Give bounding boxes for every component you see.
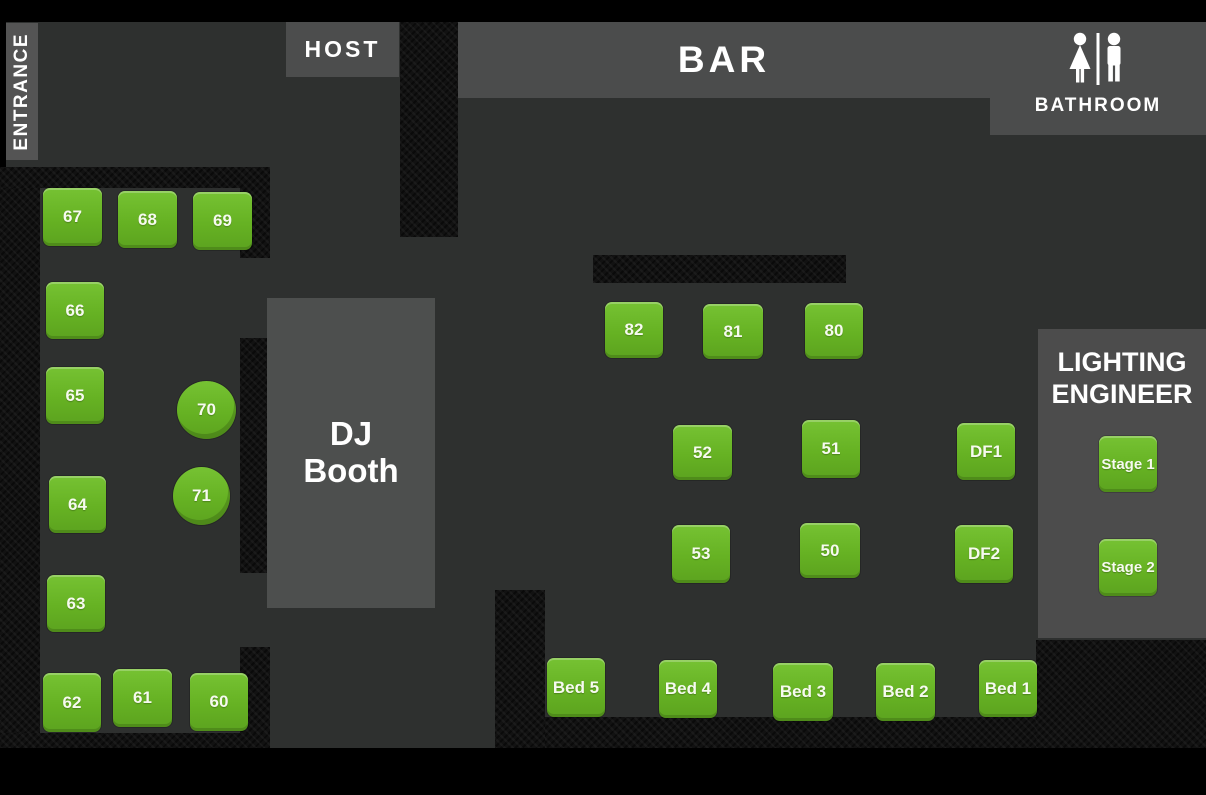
wall-left-room-bottom (0, 733, 270, 748)
table-label: Bed 3 (779, 682, 827, 701)
table-64[interactable]: 64 (49, 476, 106, 533)
wall-left-room-top (0, 167, 270, 188)
dj-booth-label-line1: DJ (329, 415, 373, 453)
table-label: Stage 2 (1101, 559, 1155, 576)
table-Bed2[interactable]: Bed 2 (876, 663, 935, 721)
restroom-icons (1069, 32, 1121, 85)
table-label: Bed 5 (552, 677, 600, 697)
table-label: 82 (624, 320, 644, 339)
entrance-area: ENTRANCE (6, 23, 38, 160)
table-Bed1[interactable]: Bed 1 (979, 660, 1037, 717)
divider-line (1096, 33, 1100, 85)
table-label: DF1 (969, 441, 1003, 461)
table-63[interactable]: 63 (47, 575, 105, 632)
table-69[interactable]: 69 (193, 192, 252, 250)
table-52[interactable]: 52 (673, 425, 732, 480)
table-66[interactable]: 66 (46, 282, 104, 339)
table-label: 62 (62, 692, 82, 712)
table-67[interactable]: 67 (43, 188, 102, 246)
bar-label: BAR (677, 39, 771, 80)
bathroom-label: BATHROOM (1034, 95, 1162, 116)
table-50[interactable]: 50 (800, 523, 860, 578)
table-53[interactable]: 53 (672, 525, 730, 583)
table-label: Bed 1 (984, 678, 1032, 698)
table-label: 71 (192, 486, 211, 505)
table-Bed5[interactable]: Bed 5 (547, 658, 605, 717)
table-label: 64 (68, 494, 87, 514)
wall-middle-bar (593, 255, 846, 283)
table-71[interactable]: 71 (173, 467, 230, 525)
wall-bed-left (495, 590, 545, 748)
table-80[interactable]: 80 (805, 303, 863, 359)
wall-host-side (400, 22, 458, 237)
table-DF1[interactable]: DF1 (957, 423, 1015, 480)
table-label: Bed 2 (882, 682, 929, 701)
host-area: HOST (286, 22, 399, 77)
table-61[interactable]: 61 (113, 669, 172, 727)
table-label: 50 (820, 540, 840, 560)
table-label: Bed 4 (664, 679, 712, 698)
table-label: 63 (66, 593, 86, 613)
table-label: 70 (197, 400, 216, 419)
table-label: 81 (723, 321, 743, 341)
table-label: DF2 (967, 544, 1001, 563)
woman-icon (1069, 32, 1091, 83)
bathroom-area: BATHROOM (990, 22, 1206, 135)
table-label: 69 (213, 211, 232, 230)
table-Stage2[interactable]: Stage 2 (1099, 539, 1157, 596)
entrance-label: ENTRANCE (11, 32, 32, 151)
table-Bed3[interactable]: Bed 3 (773, 663, 833, 721)
table-70[interactable]: 70 (177, 381, 236, 439)
man-icon (1107, 32, 1121, 82)
lighting-label-line2: ENGINEER (1051, 379, 1193, 410)
table-label: 51 (821, 439, 841, 458)
table-62[interactable]: 62 (43, 673, 101, 732)
wall-left-room-right-middle (240, 338, 268, 573)
table-Bed4[interactable]: Bed 4 (659, 660, 717, 718)
table-Stage1[interactable]: Stage 1 (1099, 436, 1157, 492)
table-label: 60 (209, 692, 229, 711)
table-label: 80 (824, 321, 844, 340)
table-60[interactable]: 60 (190, 673, 248, 731)
table-51[interactable]: 51 (802, 420, 860, 478)
table-label: 61 (133, 688, 152, 707)
lighting-label-line1: LIGHTING (1057, 347, 1187, 377)
table-label: 52 (693, 442, 712, 462)
lighting-engineer-area: LIGHTING ENGINEER (1038, 329, 1206, 638)
wall-left (0, 167, 40, 748)
table-label: Stage 1 (1101, 455, 1155, 473)
dj-booth-label-line2: Booth (303, 452, 399, 489)
table-label: 68 (138, 209, 157, 229)
dj-booth: DJ Booth (267, 298, 435, 608)
table-82[interactable]: 82 (605, 302, 663, 358)
table-81[interactable]: 81 (703, 304, 763, 359)
table-label: 66 (65, 300, 85, 320)
table-65[interactable]: 65 (46, 367, 104, 424)
table-label: 67 (63, 207, 82, 226)
host-label: HOST (304, 36, 381, 62)
table-68[interactable]: 68 (118, 191, 177, 248)
table-DF2[interactable]: DF2 (955, 525, 1013, 583)
wall-bottom-right-block (1036, 640, 1206, 748)
table-label: 65 (65, 385, 85, 405)
table-label: 53 (691, 544, 711, 563)
